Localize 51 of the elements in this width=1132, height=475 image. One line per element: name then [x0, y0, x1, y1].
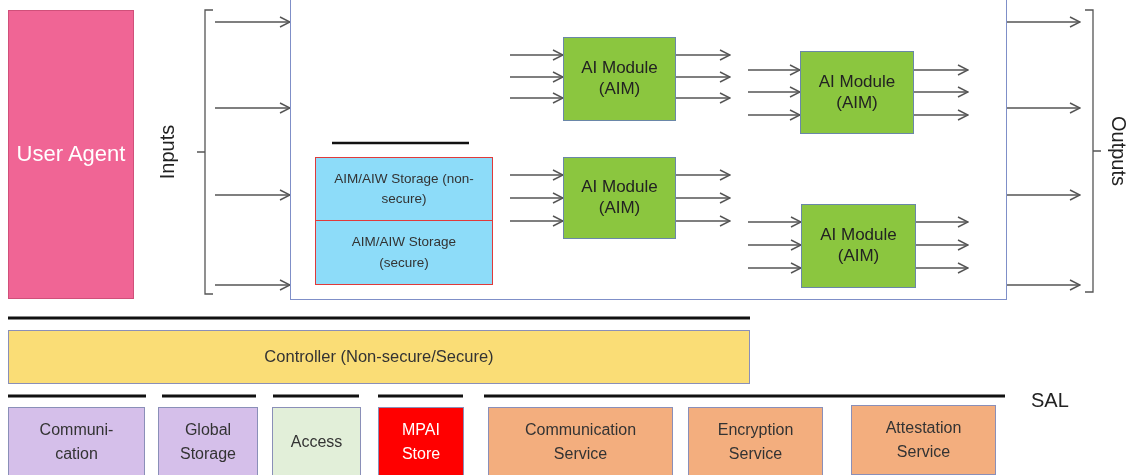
service-box: Communication Service: [488, 407, 673, 475]
arrow: [214, 279, 291, 291]
module-box: AI Module (AIM): [800, 51, 914, 134]
arrow: [509, 49, 564, 61]
arrow: [913, 64, 969, 76]
arrow: [675, 215, 731, 227]
layer-label: SAL: [1031, 388, 1069, 412]
bracket-label: Outputs: [1107, 116, 1131, 186]
arrow: [509, 169, 564, 181]
arrow: [214, 102, 291, 114]
arrow: [214, 16, 291, 28]
arrow: [913, 86, 969, 98]
arrow: [509, 215, 564, 227]
arrow: [747, 216, 802, 228]
arrow: [915, 262, 969, 274]
module-box: AI Module (AIM): [563, 37, 676, 121]
arrow: [509, 92, 564, 104]
service-box: Access: [272, 407, 361, 475]
workflow-box: [290, 0, 1007, 300]
arrow: [1006, 279, 1081, 291]
module-box: AI Module (AIM): [563, 157, 676, 239]
controller-box: Controller (Non-secure/Secure): [8, 330, 750, 384]
arrow: [747, 86, 801, 98]
arrow: [747, 64, 801, 76]
arrow: [915, 216, 969, 228]
arrow: [675, 169, 731, 181]
module-box: AI Module (AIM): [801, 204, 916, 288]
arrow: [675, 71, 731, 83]
bracket-label: Inputs: [155, 124, 180, 180]
arrow: [747, 109, 801, 121]
service-box: Attestation Service: [851, 405, 996, 475]
service-box: MPAI Store: [378, 407, 464, 475]
arrow: [915, 239, 969, 251]
arrow: [214, 189, 291, 201]
arrow: [913, 109, 969, 121]
arrow: [675, 49, 731, 61]
service-box: Global Storage: [158, 407, 258, 475]
arrow: [675, 192, 731, 204]
arrow: [747, 239, 802, 251]
service-box: Communi- cation: [8, 407, 145, 475]
arrow: [1006, 16, 1081, 28]
arrow: [675, 92, 731, 104]
storage-box: AIM/AIW Storage (secure): [315, 220, 493, 285]
storage-box: AIM/AIW Storage (non-secure): [315, 157, 493, 221]
arrow: [509, 192, 564, 204]
arrow: [1006, 102, 1081, 114]
arrow: [747, 262, 802, 274]
agent-box: User Agent: [8, 10, 134, 299]
arrow: [509, 71, 564, 83]
service-box: Encryption Service: [688, 407, 823, 475]
arrow: [1006, 189, 1081, 201]
